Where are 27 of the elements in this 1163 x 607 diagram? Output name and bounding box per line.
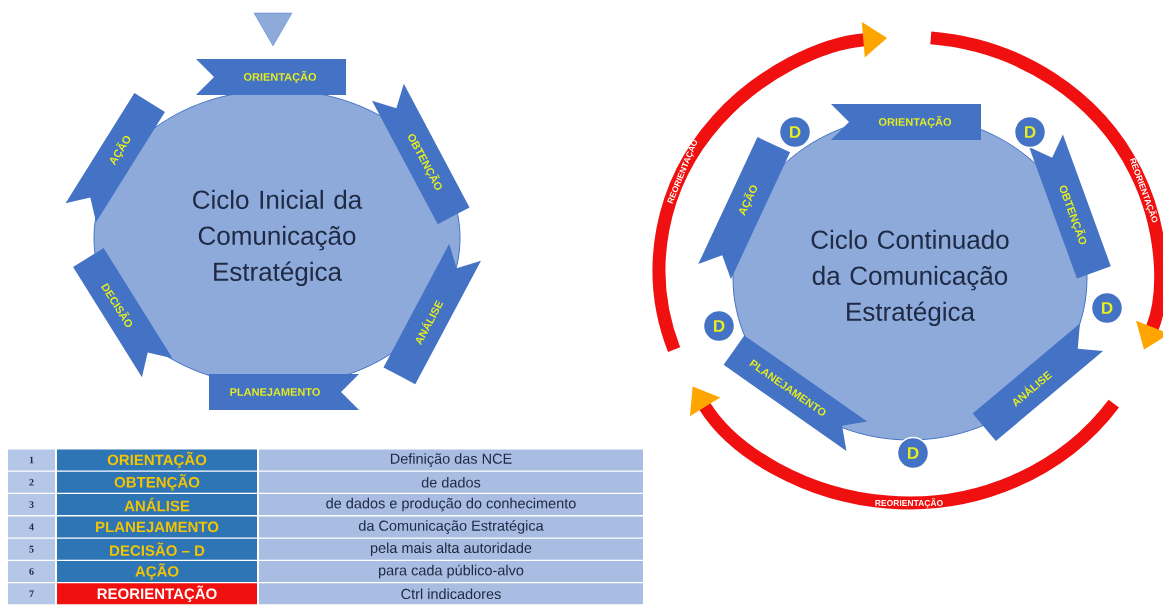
step-banner: PLANEJAMENTO: [209, 374, 359, 410]
table-cell: de dados e produção do conhecimento: [259, 494, 643, 516]
table-cell: AÇÃO: [57, 561, 257, 582]
table-cell: 1: [8, 449, 55, 471]
table-cell: Ctrl indicadores: [259, 583, 643, 605]
table-cell: 2: [8, 471, 55, 493]
step-banner: ORIENTAÇÃO: [831, 104, 981, 140]
table-cell: da Comunicação Estratégica: [259, 516, 643, 538]
table-cell: pela mais alta autoridade: [259, 538, 643, 560]
table-cell: para cada público-alvo: [259, 561, 643, 582]
table-cell: 3: [8, 494, 55, 516]
step-banner: AÇÃO: [698, 137, 791, 280]
table-cell: DECISÃO – D: [57, 538, 257, 560]
table-cell: Definição das NCE: [259, 449, 643, 471]
table-cell: OBTENÇÃO: [57, 471, 257, 493]
table-cell: ORIENTAÇÃO: [57, 449, 257, 471]
arrow-label: REORIENTAÇÃO: [875, 498, 943, 508]
step-banner: ORIENTAÇÃO: [196, 59, 346, 95]
start-triangle: [253, 12, 293, 47]
table-cell: ANÁLISE: [57, 494, 257, 516]
table-cell: 7: [8, 583, 55, 605]
table-cell: de dados: [259, 471, 643, 493]
table-cell: 6: [8, 561, 55, 582]
table-cell: 4: [8, 516, 55, 538]
table-cell: PLANEJAMENTO: [57, 516, 257, 538]
table-cell: 5: [8, 538, 55, 560]
table-cell: REORIENTAÇÃO: [57, 583, 257, 605]
